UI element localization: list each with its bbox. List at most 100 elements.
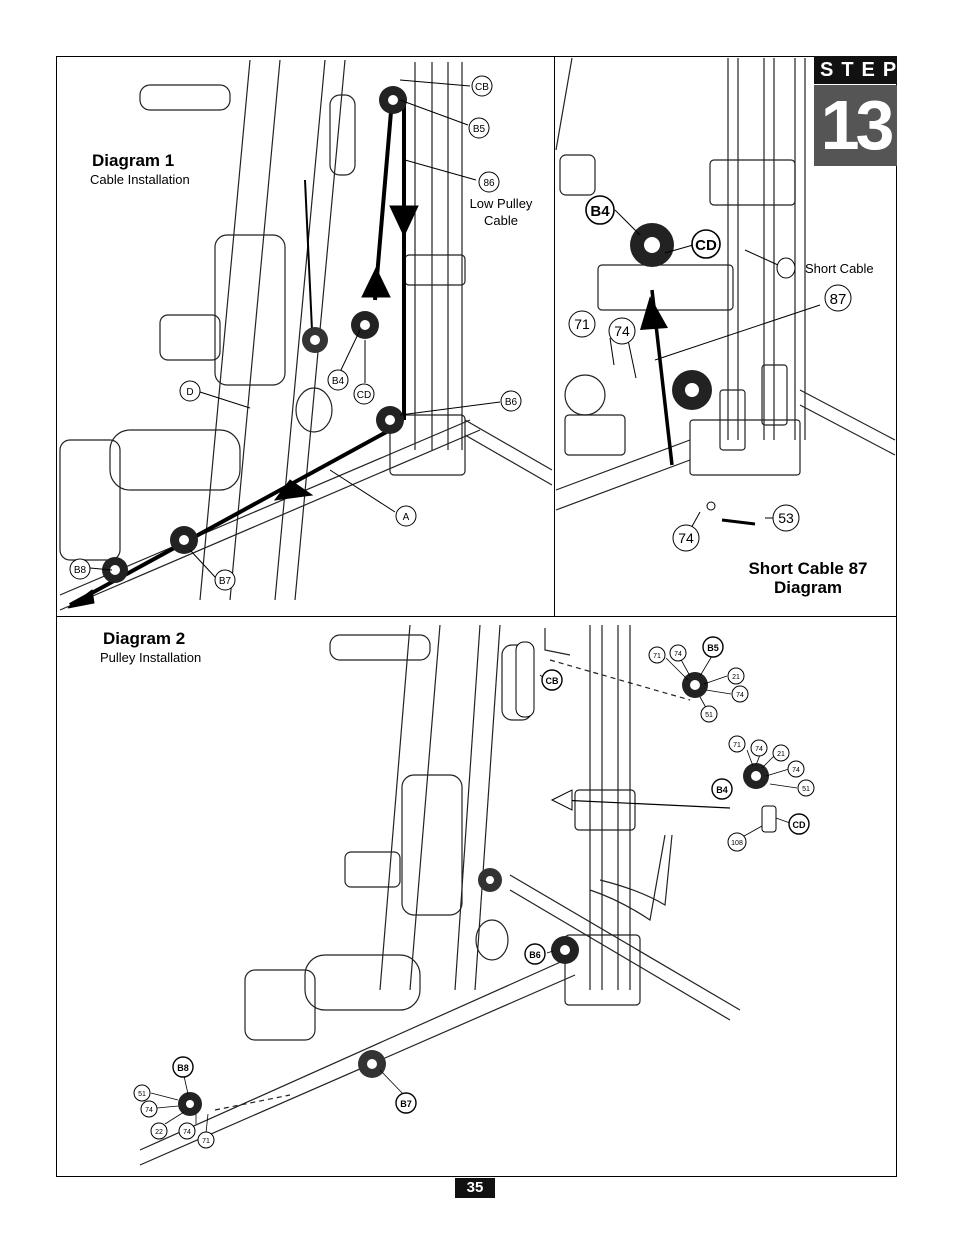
svg-text:71: 71	[574, 316, 590, 332]
svg-text:87: 87	[830, 291, 847, 308]
part-callout-74-d2b: 74	[731, 685, 749, 703]
part-callout-74-short-a: 74	[608, 317, 636, 345]
svg-text:51: 51	[138, 1091, 146, 1098]
part-callout-cb: CB	[471, 75, 493, 97]
part-callout-b4-d2: B4	[711, 778, 733, 800]
part-callout-b5-d2: B5	[702, 636, 724, 658]
page-number: 35	[455, 1178, 495, 1198]
svg-text:CD: CD	[695, 237, 717, 254]
short-cable-part-callouts: B4 CD 87 71 74 74 53	[568, 195, 852, 552]
low-pulley-cable-line2: Cable	[484, 213, 518, 228]
diagram2-machine-sketch	[139, 624, 741, 1166]
part-callout-86: 86	[478, 171, 500, 193]
svg-text:CB: CB	[546, 676, 559, 686]
short-cable-title-line1: Short Cable 87	[748, 559, 868, 578]
part-callout-51-d2c: 51	[133, 1084, 151, 1102]
svg-text:53: 53	[778, 510, 794, 526]
svg-text:71: 71	[653, 653, 661, 660]
part-callout-cd-short: CD	[691, 229, 721, 259]
part-callout-b8: B8	[69, 558, 91, 580]
svg-text:B5: B5	[473, 124, 486, 135]
svg-text:B7: B7	[400, 1099, 412, 1109]
svg-text:B4: B4	[716, 785, 728, 795]
part-callout-74-d2e: 74	[140, 1100, 158, 1118]
diagram1-subtitle: Cable Installation	[90, 172, 190, 187]
part-callout-51-d2b: 51	[797, 779, 815, 797]
low-pulley-cable-label: Low Pulley Cable	[462, 195, 540, 229]
svg-text:B4: B4	[590, 203, 610, 220]
part-callout-d: D	[179, 380, 201, 402]
svg-text:74: 74	[183, 1129, 191, 1136]
part-callout-87: 87	[824, 284, 852, 312]
part-callout-b6-d2: B6	[524, 943, 546, 965]
svg-text:71: 71	[202, 1138, 210, 1145]
diagram2-title: Diagram 2	[103, 629, 186, 648]
part-callout-74-d2a: 74	[669, 644, 687, 662]
short-cable-title-line2: Diagram	[773, 578, 843, 597]
svg-text:74: 74	[674, 651, 682, 658]
diagram2-pulleys	[178, 641, 777, 1116]
part-callout-108: 108	[727, 832, 747, 852]
svg-text:B6: B6	[529, 950, 541, 960]
vertical-divider	[554, 56, 555, 617]
svg-text:21: 21	[777, 751, 785, 758]
part-callout-b4: B4	[327, 369, 349, 391]
low-pulley-cable-line1: Low Pulley	[469, 196, 533, 211]
part-callout-74-short-b: 74	[672, 524, 700, 552]
part-callout-74-d2c: 74	[750, 739, 768, 757]
svg-text:74: 74	[678, 530, 694, 546]
svg-text:B4: B4	[332, 376, 345, 387]
step-number: 13	[814, 85, 897, 166]
part-callout-71-d2a: 71	[648, 646, 666, 664]
svg-text:A: A	[403, 512, 410, 523]
part-callout-cd-d2: CD	[788, 813, 810, 835]
svg-text:CD: CD	[357, 390, 371, 401]
diagram2-leader-lines	[150, 655, 798, 1134]
part-callout-21-d2a: 21	[727, 667, 745, 685]
part-callout-53: 53	[772, 504, 800, 532]
svg-text:86: 86	[483, 178, 495, 189]
step-badge: STEP 13	[814, 56, 897, 166]
short-cable-parts	[609, 209, 821, 531]
horizontal-divider	[56, 616, 897, 617]
diagram1-pulleys	[102, 86, 407, 583]
short-cable-machine-sketch	[555, 57, 896, 511]
part-callout-cb-d2: CB	[541, 669, 563, 691]
part-callout-b8-d2: B8	[172, 1056, 194, 1078]
part-callout-21-d2b: 21	[772, 744, 790, 762]
svg-text:B5: B5	[707, 643, 719, 653]
svg-text:B8: B8	[177, 1063, 189, 1073]
svg-text:D: D	[186, 387, 193, 398]
svg-text:74: 74	[145, 1107, 153, 1114]
svg-text:74: 74	[755, 746, 763, 753]
part-callout-71-d2c: 71	[197, 1131, 215, 1149]
svg-text:21: 21	[732, 674, 740, 681]
diagram1-machine-sketch	[59, 59, 553, 611]
step-label: STEP	[814, 56, 897, 84]
part-callout-b7-d2: B7	[395, 1092, 417, 1114]
diagram1-title: Diagram 1	[92, 151, 175, 170]
svg-text:22: 22	[155, 1129, 163, 1136]
svg-text:CD: CD	[793, 820, 806, 830]
svg-text:B6: B6	[505, 397, 518, 408]
part-callout-51-d2a: 51	[700, 705, 718, 723]
part-callout-b7: B7	[214, 569, 236, 591]
svg-text:74: 74	[736, 692, 744, 699]
part-callout-cd: CD	[353, 383, 375, 405]
svg-text:71: 71	[733, 742, 741, 749]
part-callout-b5: B5	[468, 117, 490, 139]
part-callout-b4-short: B4	[585, 195, 615, 225]
part-callout-b6: B6	[500, 390, 522, 412]
svg-text:B8: B8	[74, 565, 87, 576]
part-callout-71-d2b: 71	[728, 735, 746, 753]
svg-text:B7: B7	[219, 576, 232, 587]
diagram1-part-callouts: CB B5 86 B6 B4 CD D A B7 B8	[69, 75, 522, 591]
svg-text:CB: CB	[475, 82, 489, 93]
part-callout-71-short: 71	[568, 310, 596, 338]
part-callout-74-d2d: 74	[787, 760, 805, 778]
svg-text:108: 108	[731, 840, 743, 847]
svg-text:51: 51	[802, 786, 810, 793]
diagram1-leader-lines	[89, 79, 501, 578]
diagram2-part-callouts: CB B5 71 74 21 74 51 71 74 21 74 51 B4 C…	[133, 636, 815, 1149]
